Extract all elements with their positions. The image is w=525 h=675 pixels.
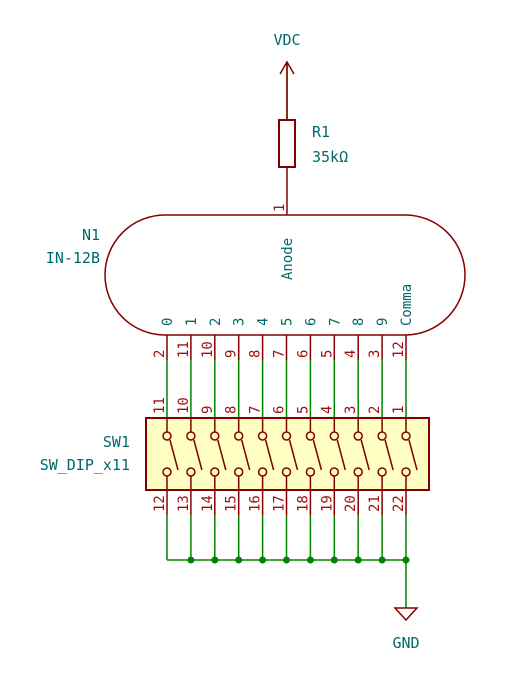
gnd-power-symbol[interactable]: GND <box>392 560 420 652</box>
switch-ref: SW1 <box>103 433 130 451</box>
junction-dot <box>187 556 195 564</box>
vdc-power-symbol[interactable]: VDC <box>273 31 301 120</box>
switch-bottom-pin-number: 13 <box>176 495 192 512</box>
tube-pin-number: 8 <box>248 350 264 358</box>
tube-segment-label: 6 <box>303 318 319 326</box>
switch-lever <box>240 439 251 471</box>
switch-bottom-pin-number: 14 <box>200 495 216 512</box>
switch-contacts <box>162 418 418 490</box>
tube-segment-label: 1 <box>184 318 200 326</box>
switch-top-pin-number: 10 <box>176 397 192 414</box>
switch-top-pin-number: 11 <box>152 397 168 414</box>
wire-junctions <box>187 556 410 564</box>
junction-dot <box>306 556 314 564</box>
tube-to-switch-wires <box>166 335 407 418</box>
switch-top-pin-number: 2 <box>367 406 383 414</box>
switch-lever <box>169 439 179 471</box>
tube-segment-label: 0 <box>160 318 176 326</box>
switch-bottom-pin-number: 17 <box>272 495 288 512</box>
tube-pin-number: 6 <box>295 350 311 358</box>
switch-bottom-pin-number: 21 <box>367 495 383 512</box>
junction-dot <box>378 556 386 564</box>
tube-ref: N1 <box>82 226 100 244</box>
switch-lever <box>193 439 203 471</box>
switch-lever <box>312 439 323 471</box>
switch-lever <box>384 439 394 471</box>
tube-pin-number: 4 <box>343 350 359 358</box>
tube-pin-number: 7 <box>272 350 288 358</box>
tube-pin-number: 2 <box>152 350 168 358</box>
switch-lever <box>360 439 370 471</box>
switch-top-pin-number: 3 <box>343 406 359 414</box>
tube-pin-number: 9 <box>224 350 240 358</box>
tube-pin-number: 11 <box>176 341 192 358</box>
switch-value: SW_DIP_x11 <box>40 456 130 474</box>
switch-top-pin-number: 8 <box>224 406 240 414</box>
switch-bottom-pin-number: 20 <box>343 495 359 512</box>
switch-lever <box>264 439 275 471</box>
gnd-label: GND <box>392 634 419 652</box>
switch-bottom-pin-number: 15 <box>224 495 240 512</box>
switch-lever <box>217 439 227 471</box>
junction-dot <box>283 556 290 564</box>
resistor-pin-1: 1 <box>272 204 288 212</box>
switch-top-pin-number: 6 <box>272 406 288 414</box>
switch-bottom-pin-numbers: 12 13 14 15 16 17 18 19 20 21 22 <box>152 495 407 512</box>
tube-segment-label: 8 <box>351 318 367 326</box>
tube-segment-label: 3 <box>232 318 248 326</box>
switch-lever <box>408 439 418 471</box>
junction-dot <box>354 556 362 564</box>
tube-segment-label: 4 <box>256 318 272 326</box>
switch-top-pin-number: 5 <box>295 406 311 414</box>
tube-anode-label: Anode <box>280 238 296 280</box>
switch-top-pin-number: 1 <box>391 406 407 414</box>
tube-pin-number: 5 <box>319 350 335 358</box>
tube-pin-number: 3 <box>367 350 383 358</box>
tube-pin-number: 12 <box>391 341 407 358</box>
switch-bottom-pin-number: 18 <box>295 495 311 512</box>
tube-value: IN-12B <box>46 249 100 267</box>
dip-switch-sw1[interactable]: SW1 SW_DIP_x11 <box>40 417 430 491</box>
tube-segment-label: 7 <box>327 318 343 326</box>
vdc-label: VDC <box>273 31 300 49</box>
switch-bottom-pin-number: 16 <box>248 495 264 512</box>
resistor-ref: R1 <box>312 123 330 141</box>
switch-lever <box>336 439 347 471</box>
junction-dot <box>211 556 219 564</box>
junction-dot <box>330 556 338 564</box>
resistor-value: 35kΩ <box>312 148 348 166</box>
nixie-tube-n1[interactable]: N1 IN-12B Anode <box>46 214 466 336</box>
switch-bottom-pin-number: 12 <box>152 495 168 512</box>
switch-top-pin-number: 9 <box>200 406 216 414</box>
tube-segment-label: 5 <box>280 318 296 326</box>
tube-segment-label: 9 <box>375 318 391 326</box>
tube-segment-label: 2 <box>208 318 224 326</box>
tube-pin-number: 10 <box>200 341 216 358</box>
switch-top-pin-number: 7 <box>248 406 264 414</box>
tube-segment-label: Comma <box>399 284 415 326</box>
switch-bottom-pin-number: 22 <box>391 495 407 512</box>
switch-lever <box>288 439 299 471</box>
resistor-r1[interactable]: R1 35kΩ 1 <box>272 119 348 215</box>
switch-top-pin-number: 4 <box>319 406 335 414</box>
junction-dot <box>259 556 267 564</box>
switch-to-ground-wires <box>166 490 407 560</box>
junction-dot <box>235 556 243 564</box>
switch-bottom-pin-number: 19 <box>319 495 335 512</box>
